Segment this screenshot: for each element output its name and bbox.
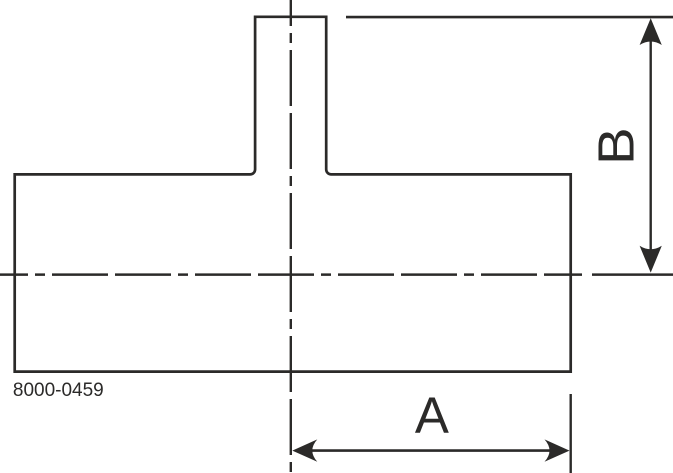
- svg-text:8000-0459: 8000-0459: [13, 380, 104, 401]
- svg-text:B: B: [588, 127, 645, 165]
- svg-text:A: A: [415, 387, 449, 444]
